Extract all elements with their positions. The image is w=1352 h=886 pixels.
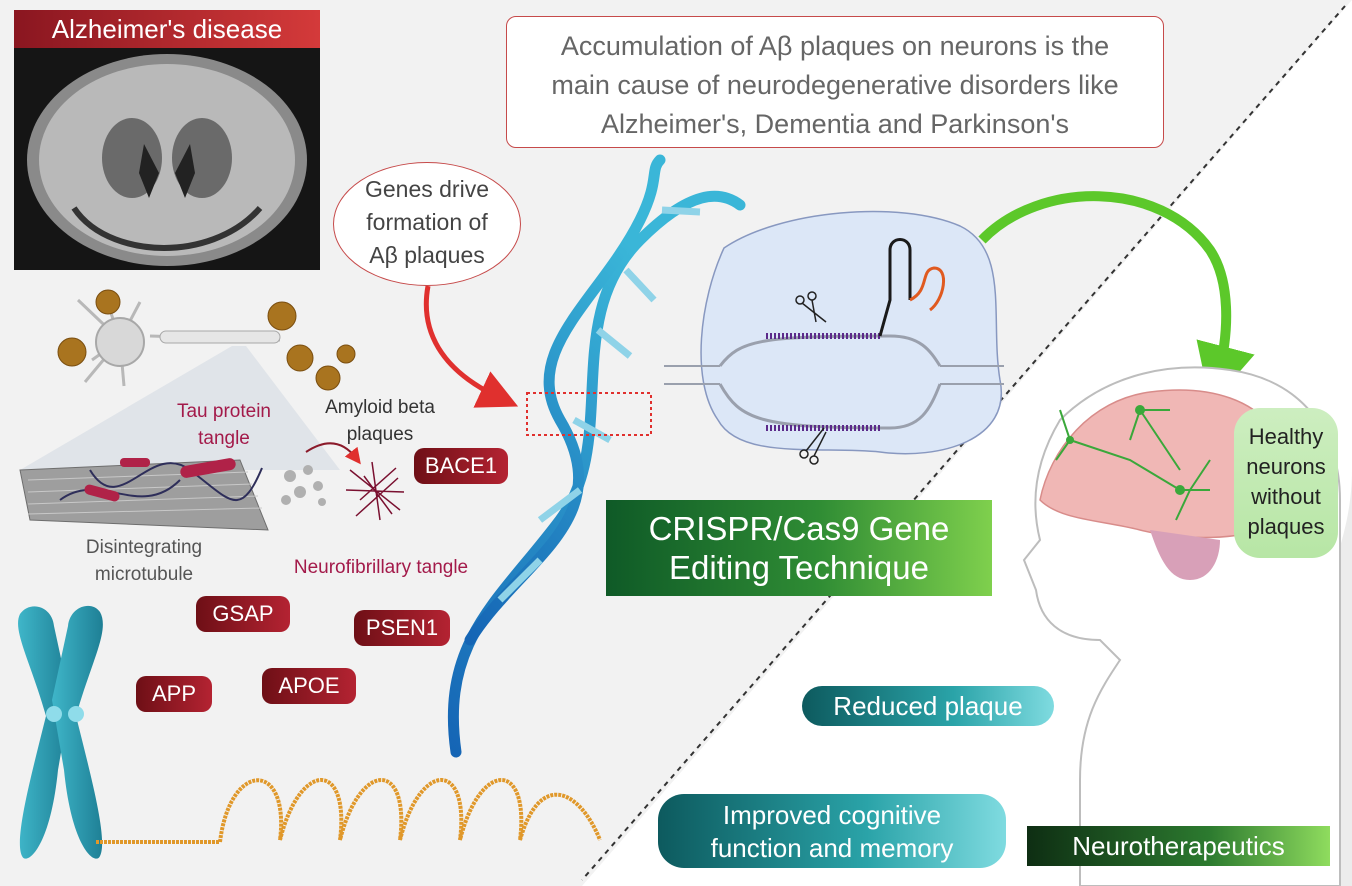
healthy-neurons-badge: Healthy neurons without plaques bbox=[1234, 408, 1338, 558]
red-arrow bbox=[423, 285, 519, 408]
microtubule-illustration bbox=[19, 458, 269, 531]
improved-cognitive-pill: Improved cognitive function and memory bbox=[658, 794, 1006, 868]
neurofibrillary-tangle-icon bbox=[345, 461, 405, 521]
aggregation-arrow bbox=[305, 442, 361, 465]
gene-tag-psen1: PSEN1 bbox=[354, 610, 450, 646]
cognitive-line-2: function and memory bbox=[710, 833, 954, 863]
title-badge: Alzheimer's disease bbox=[14, 10, 320, 48]
genes-bubble-line-2: formation of bbox=[366, 209, 488, 235]
cognitive-line-1: Improved cognitive bbox=[722, 800, 942, 830]
neurofibrillary-tangle-label: Neurofibrillary tangle bbox=[293, 557, 469, 578]
callout-line-2: main cause of neurodegenerative disorder… bbox=[551, 70, 1119, 100]
crispr-line-1: CRISPR/Cas9 Gene bbox=[648, 510, 950, 547]
healthy-line-1: Healthy bbox=[1248, 424, 1324, 449]
neurotherapeutics-box: Neurotherapeutics bbox=[1027, 826, 1330, 866]
gene-tag-apoe: APOE bbox=[262, 668, 356, 704]
green-arrow bbox=[978, 191, 1255, 406]
genes-bubble-line-3: Aβ plaques bbox=[369, 242, 485, 268]
reduced-plaque-pill: Reduced plaque bbox=[802, 686, 1054, 726]
dna-helix-icon bbox=[447, 154, 746, 758]
gene-tag-gsap: GSAP bbox=[196, 596, 290, 632]
mri-brain-scan bbox=[14, 48, 320, 270]
crispr-technique-box: CRISPR/Cas9 Gene Editing Technique bbox=[606, 500, 992, 596]
cas9-complex-illustration bbox=[664, 210, 1004, 465]
gene-tag-app: APP bbox=[136, 676, 212, 712]
callout-line-1: Accumulation of Aβ plaques on neurons is… bbox=[560, 31, 1110, 61]
healthy-line-3: without bbox=[1251, 484, 1321, 509]
tau-protein-tangle-label: Tau protein tangle bbox=[176, 401, 271, 449]
amyloid-dots bbox=[281, 465, 326, 506]
scissors-icon bbox=[795, 291, 827, 465]
healthy-line-2: neurons bbox=[1246, 454, 1326, 479]
disintegrating-microtubule-label: Disintegrating microtubule bbox=[85, 537, 203, 585]
amyloid-beta-plaques-label: Amyloid beta plaques bbox=[325, 397, 435, 445]
target-region-box bbox=[526, 392, 652, 436]
genes-bubble-line-1: Genes drive bbox=[364, 176, 489, 202]
healthy-line-4: plaques bbox=[1247, 514, 1325, 539]
crispr-line-2: Editing Technique bbox=[669, 549, 929, 586]
main-callout: Accumulation of Aβ plaques on neurons is… bbox=[506, 16, 1164, 148]
chromosome-icon bbox=[18, 605, 103, 859]
neuron-illustration bbox=[57, 289, 356, 391]
callout-line-3: Alzheimer's, Dementia and Parkinson's bbox=[600, 109, 1070, 139]
genes-drive-bubble: Genes drive formation of Aβ plaques bbox=[333, 162, 521, 286]
chromatin-coil bbox=[96, 778, 602, 844]
gene-tag-bace1: BACE1 bbox=[414, 448, 508, 484]
zoom-wedge bbox=[20, 346, 340, 470]
